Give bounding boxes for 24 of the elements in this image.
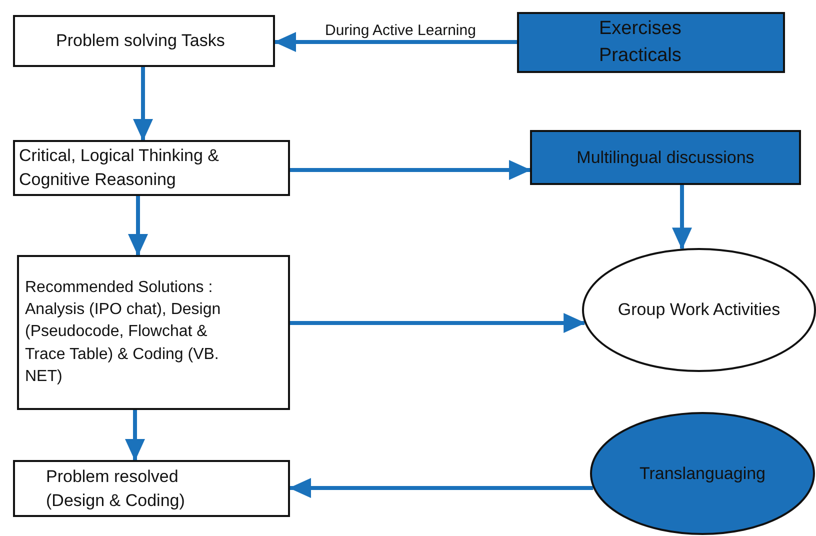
- node-text: Critical, Logical Thinking & Cognitive Reasoning: [19, 145, 220, 191]
- node-text: Multilingual discussions: [576, 146, 754, 169]
- arrow: [133, 67, 153, 141]
- node-text: Translanguaging: [639, 462, 766, 485]
- arrow: [290, 160, 531, 180]
- arrow: [128, 196, 148, 256]
- node-text: Group Work Activities: [618, 299, 780, 322]
- ellipse-node: [590, 412, 815, 535]
- arrow: [274, 32, 517, 52]
- process-box: [13, 140, 290, 196]
- process-box: [17, 255, 290, 410]
- arrow: [290, 313, 586, 333]
- arrow: [672, 185, 692, 250]
- process-box: [13, 15, 275, 67]
- node-text: Problem resolved (Design & Coding): [46, 466, 186, 512]
- arrow: [125, 410, 145, 461]
- process-box: [517, 12, 785, 73]
- node-text: Exercises Practicals: [599, 16, 682, 68]
- process-box: [530, 130, 801, 185]
- node-text: Problem solving Tasks: [56, 30, 225, 52]
- ellipse-node: [582, 248, 816, 372]
- arrow: [289, 478, 594, 498]
- process-box: [13, 460, 290, 517]
- node-text: Recommended Solutions : Analysis (IPO chat), Design (Pseudocode, Flowchat & Trace Table) & Coding (VB. NET): [25, 278, 222, 388]
